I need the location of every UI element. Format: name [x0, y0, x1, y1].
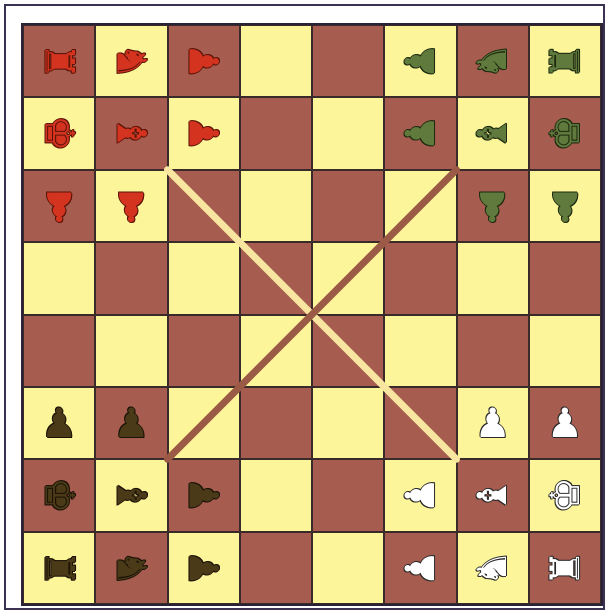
dark-knight-icon[interactable]: ♞ [95, 532, 167, 604]
white-king-icon[interactable]: ♚ [529, 459, 601, 531]
green-pawn-icon[interactable]: ♟ [529, 170, 601, 242]
green-rook-icon[interactable]: ♜ [529, 25, 601, 97]
green-knight-icon[interactable]: ♞ [457, 25, 529, 97]
green-pawn-icon[interactable]: ♟ [384, 25, 456, 97]
green-pawn-icon[interactable]: ♟ [384, 97, 456, 169]
green-king-icon[interactable]: ♚ [529, 97, 601, 169]
dark-pawn-icon[interactable]: ♟ [23, 387, 95, 459]
red-pawn-icon[interactable]: ♟ [168, 25, 240, 97]
dark-bishop-icon[interactable]: ♝ [95, 459, 167, 531]
white-pawn-icon[interactable]: ♟ [529, 387, 601, 459]
dark-pawn-icon[interactable]: ♟ [95, 387, 167, 459]
chess-board: ♜♞♟♚♝♟♟♟♟♞♜♟♝♚♟♟♟♟♚♝♟♜♞♟♟♟♟♝♚♟♞♜ [21, 23, 603, 606]
white-knight-icon[interactable]: ♞ [457, 532, 529, 604]
white-pawn-icon[interactable]: ♟ [457, 387, 529, 459]
white-pawn-icon[interactable]: ♟ [384, 532, 456, 604]
red-pawn-icon[interactable]: ♟ [168, 97, 240, 169]
white-rook-icon[interactable]: ♜ [529, 532, 601, 604]
red-pawn-icon[interactable]: ♟ [95, 170, 167, 242]
green-bishop-icon[interactable]: ♝ [457, 97, 529, 169]
red-knight-icon[interactable]: ♞ [95, 25, 167, 97]
green-pawn-icon[interactable]: ♟ [457, 170, 529, 242]
dark-king-icon[interactable]: ♚ [23, 459, 95, 531]
white-bishop-icon[interactable]: ♝ [457, 459, 529, 531]
board-frame: ♜♞♟♚♝♟♟♟♟♞♜♟♝♚♟♟♟♟♚♝♟♜♞♟♟♟♟♝♚♟♞♜ [4, 4, 605, 610]
dark-pawn-icon[interactable]: ♟ [168, 532, 240, 604]
dark-pawn-icon[interactable]: ♟ [168, 459, 240, 531]
red-king-icon[interactable]: ♚ [23, 97, 95, 169]
red-bishop-icon[interactable]: ♝ [95, 97, 167, 169]
red-pawn-icon[interactable]: ♟ [23, 170, 95, 242]
white-pawn-icon[interactable]: ♟ [384, 459, 456, 531]
red-rook-icon[interactable]: ♜ [23, 25, 95, 97]
dark-rook-icon[interactable]: ♜ [23, 532, 95, 604]
